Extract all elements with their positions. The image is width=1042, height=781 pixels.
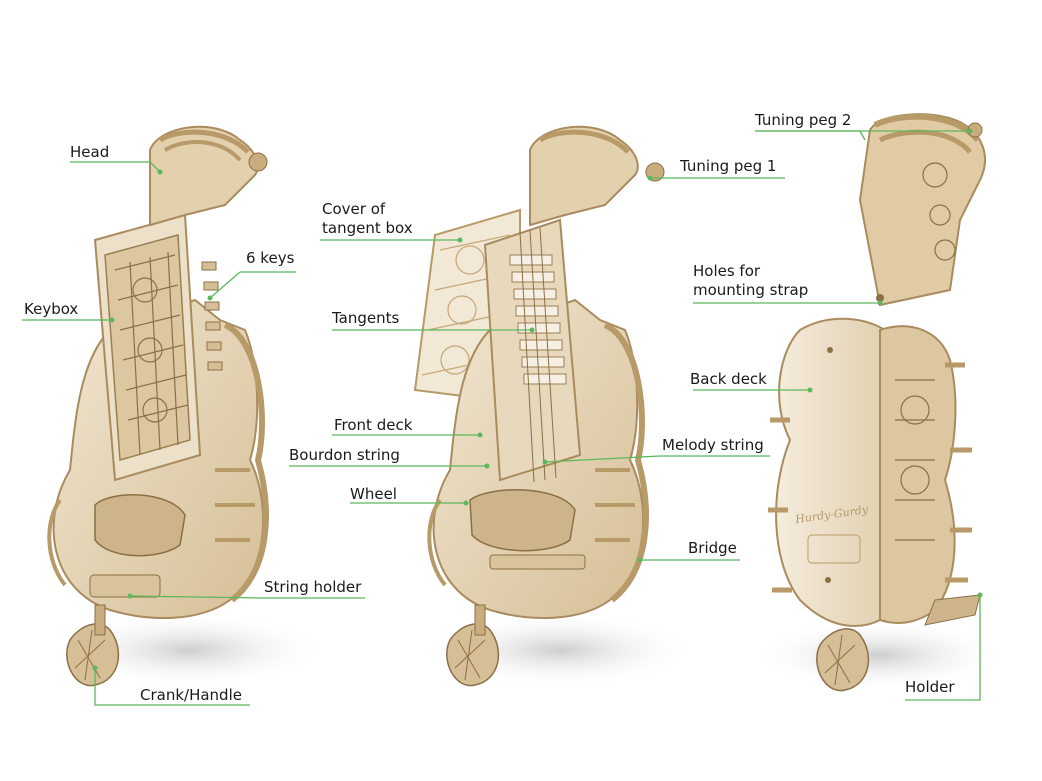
label-bourdon-string: Bourdon string	[289, 446, 400, 464]
label-cover-of-tangent-box: Cover of tangent box	[322, 200, 413, 238]
label-crank-handle: Crank/Handle	[140, 686, 242, 704]
label-back-deck: Back deck	[690, 370, 767, 388]
label-head: Head	[70, 143, 110, 161]
label-bridge: Bridge	[688, 539, 737, 557]
label-tuning-peg-1: Tuning peg 1	[680, 157, 777, 175]
label-wheel: Wheel	[350, 485, 397, 503]
label-string-holder: String holder	[264, 578, 362, 596]
label-cover-line1: Cover of	[322, 200, 386, 218]
leader-lines	[22, 130, 981, 706]
label-holes-line2: mounting strap	[693, 281, 809, 299]
instrument-front-view	[47, 125, 330, 688]
label-front-deck: Front deck	[334, 416, 413, 434]
label-holes-line1: Holes for	[693, 262, 761, 280]
label-holder: Holder	[905, 678, 955, 696]
leader-dots	[92, 128, 983, 671]
label-tuning-peg-2: Tuning peg 2	[755, 111, 852, 129]
label-tangents: Tangents	[332, 309, 400, 327]
instrument-back-view	[750, 113, 1010, 692]
label-melody-string: Melody string	[662, 436, 764, 454]
label-keybox: Keybox	[24, 300, 79, 318]
label-six-keys: 6 keys	[246, 249, 295, 267]
instrument-open-view	[413, 125, 700, 688]
label-holes-for-mounting-strap: Holes for mounting strap	[693, 262, 808, 300]
label-cover-line2: tangent box	[322, 219, 413, 237]
